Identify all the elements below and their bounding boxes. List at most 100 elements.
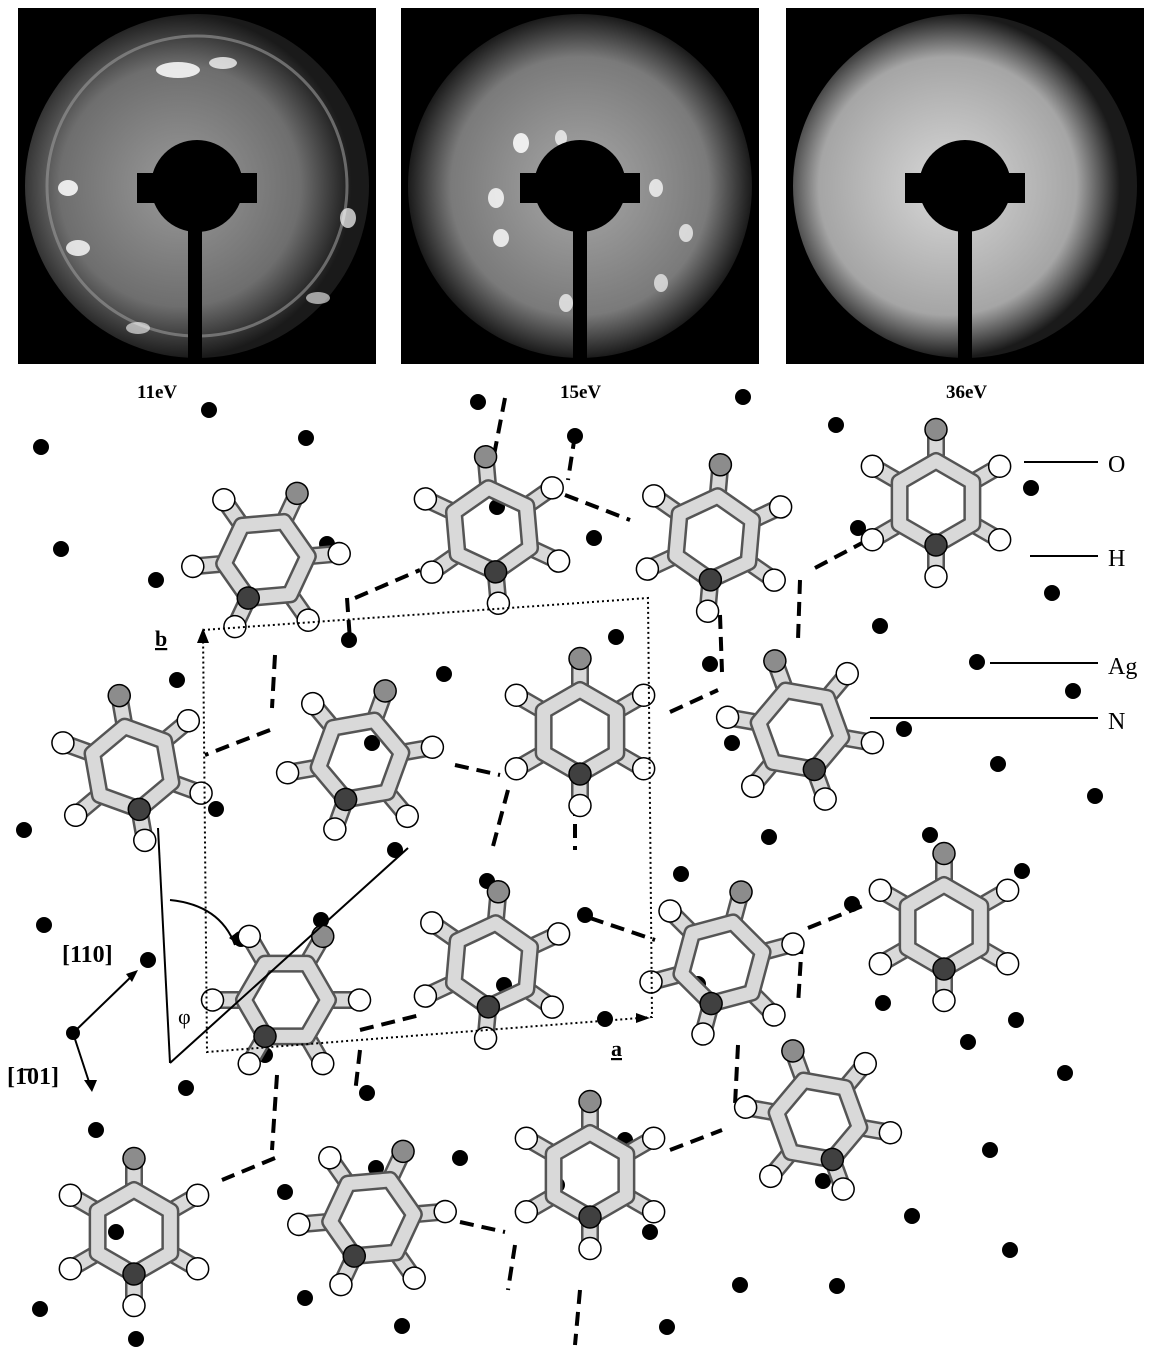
silver-atom: [108, 1224, 124, 1240]
hydrogen-atom: [287, 1212, 311, 1237]
oxygen-atom: [781, 1039, 805, 1063]
silver-atom: [364, 735, 380, 751]
molecule: [715, 649, 885, 811]
hydrogen-atom: [578, 1236, 602, 1261]
hydrogen-bond: [270, 1074, 279, 1151]
ring: [237, 957, 335, 1043]
hydrogen-bond: [359, 1013, 421, 1032]
hydrogen-atom: [924, 564, 948, 589]
molecule: [413, 445, 571, 615]
hydrogen-atom: [58, 1183, 83, 1207]
hydrogen-atom: [853, 1051, 877, 1076]
molecule: [514, 1089, 666, 1261]
hydrogen-atom: [185, 1183, 210, 1207]
hydrogen-bond: [796, 579, 802, 641]
leed-image-11ev: [18, 8, 376, 364]
nitrogen-atom: [802, 757, 827, 782]
silver-atom: [922, 827, 938, 843]
hydrogen-bond: [807, 903, 866, 930]
silver-atom: [872, 618, 888, 634]
oxygen-atom: [708, 453, 733, 477]
silver-atom: [702, 656, 718, 672]
arrow-110: [126, 970, 138, 982]
hydrogen-atom: [860, 454, 885, 478]
hydrogen-bond: [492, 397, 507, 456]
hydrogen-atom: [514, 1200, 539, 1224]
hydrogen-bond: [221, 1156, 276, 1182]
oxygen-atom: [486, 880, 511, 904]
hydrogen-atom: [715, 705, 740, 729]
oxygen-atom: [578, 1089, 602, 1114]
hydrogen-bond: [718, 614, 724, 673]
molecule: [181, 481, 351, 639]
silver-atom: [201, 402, 217, 418]
silver-atom: [761, 829, 777, 845]
hydrogen-atom: [63, 803, 88, 827]
molecule: [639, 880, 805, 1046]
silver-atom: [896, 721, 912, 737]
leed-image-36ev: [786, 8, 1144, 364]
silver-atom: [1002, 1242, 1018, 1258]
hydrogen-atom: [768, 495, 793, 519]
silver-atom: [990, 756, 1006, 772]
molecule: [51, 683, 213, 853]
silver-atom: [1065, 683, 1081, 699]
hydrogen-bond: [270, 654, 277, 709]
hydrogen-atom: [433, 1199, 457, 1224]
hydrogen-atom: [860, 528, 885, 552]
hydrogen-atom: [546, 549, 571, 573]
nitrogen-atom: [699, 991, 723, 1016]
hydrogen-atom: [420, 911, 444, 935]
nitrogen-atom: [342, 1244, 367, 1268]
hydrogen-atom: [691, 1022, 715, 1046]
hydrogen-bond: [506, 1244, 517, 1291]
hydrogen-bond: [669, 1128, 723, 1152]
vector-a-label: a: [611, 1036, 622, 1061]
energy-label-15ev: 15eV: [560, 382, 602, 403]
hydrogen-atom: [473, 1026, 498, 1050]
hydrogen-bond: [353, 1049, 362, 1094]
oxygen-atom: [285, 481, 309, 506]
direction-line: [169, 847, 409, 1064]
silver-atom: [577, 907, 593, 923]
silver-atom: [178, 1080, 194, 1096]
molecule: [733, 1039, 903, 1201]
hydrogen-atom: [878, 1121, 903, 1145]
b-arrowhead: [197, 628, 209, 643]
silver-atom: [140, 952, 156, 968]
hydrogen-atom: [327, 541, 351, 566]
hydrogen-atom: [237, 1051, 261, 1076]
silver-atom: [875, 995, 891, 1011]
hydrogen-atom: [301, 691, 325, 716]
hydrogen-atom: [329, 1272, 353, 1297]
hydrogen-atom: [504, 683, 529, 707]
hydrogen-atom: [860, 731, 885, 755]
hydrogen-atom: [540, 476, 564, 500]
oxygen-atom: [373, 679, 397, 703]
hydrogen-atom: [413, 984, 438, 1008]
silver-atom: [341, 632, 357, 648]
legend-silver: Ag: [1108, 654, 1137, 680]
ring: [893, 454, 979, 552]
hydrogen-atom: [641, 1126, 666, 1150]
hydrogen-atom: [413, 487, 438, 511]
hydrogen-atom: [631, 683, 656, 707]
silver-atom: [32, 1301, 48, 1317]
oxygen-atom: [122, 1146, 146, 1171]
silver-atom: [969, 654, 985, 670]
silver-atom: [298, 430, 314, 446]
silver-atom: [673, 866, 689, 882]
molecules: [51, 417, 1020, 1318]
hydrogen-atom: [200, 988, 225, 1012]
molecule: [275, 679, 445, 841]
hydrogen-atom: [504, 757, 529, 781]
nitrogen-atom: [333, 787, 358, 812]
molecule: [868, 841, 1020, 1013]
silver-atom: [169, 672, 185, 688]
molecule: [635, 453, 793, 623]
direction-label-110: [110]: [62, 942, 113, 968]
oxygen-atom: [391, 1139, 415, 1164]
hydrogen-atom: [237, 924, 262, 949]
silver-atom: [452, 1150, 468, 1166]
